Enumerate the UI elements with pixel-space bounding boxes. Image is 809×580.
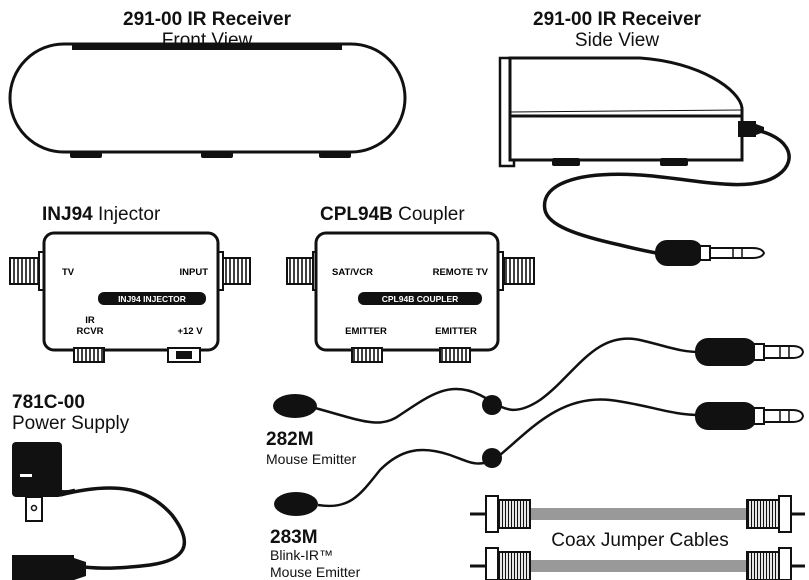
coupler-port-emitter-left: EMITTER <box>345 326 387 337</box>
power-supply-name: Power Supply <box>12 413 130 434</box>
injector-title: INJ94 Injector <box>42 205 160 224</box>
coupler-badge-text: CPL94B COUPLER <box>382 294 459 304</box>
injector-type: Injector <box>97 204 161 225</box>
power-supply-model: 781C-00 <box>12 392 85 413</box>
emitter-283-name-line2: Mouse Emitter <box>270 564 361 580</box>
coax-cable-2 <box>470 547 805 580</box>
emitter-283-name-line1: Blink-IR™ <box>270 547 334 563</box>
injector-port-tv: TV <box>62 267 75 278</box>
receiver-front-view: Front View <box>161 30 253 51</box>
injector-port-power: +12 V <box>177 326 203 337</box>
emitter-283-model: 283M <box>270 527 318 548</box>
injector-illustration: INJ94 INJECTOR TV INPUT IR RCVR +12 V <box>9 231 251 363</box>
receiver-front-illustration <box>8 42 407 158</box>
coupler-port-emitter-right: EMITTER <box>435 326 477 337</box>
emitter-282-name: Mouse Emitter <box>266 451 357 467</box>
receiver-side-view: Side View <box>574 30 660 51</box>
coupler-illustration: CPL94B COUPLER SAT/VCR REMOTE TV EMITTER… <box>286 231 535 363</box>
power-supply-illustration <box>12 442 187 580</box>
coupler-model: CPL94B <box>320 204 393 225</box>
coupler-port-sat: SAT/VCR <box>332 267 373 278</box>
emitter-282-illustration <box>273 337 805 424</box>
receiver-side-illustration <box>498 56 791 266</box>
receiver-side-model: 291-00 IR Receiver <box>533 9 701 30</box>
coupler-title: CPL94B Coupler <box>320 205 465 224</box>
injector-port-ir: IR <box>85 315 95 326</box>
injector-badge-text: INJ94 INJECTOR <box>118 294 186 304</box>
injector-model: INJ94 <box>42 204 93 225</box>
coupler-port-remote: REMOTE TV <box>433 267 489 278</box>
coupler-type: Coupler <box>398 204 465 225</box>
receiver-front-model: 291-00 IR Receiver <box>123 9 291 30</box>
injector-port-input: INPUT <box>180 267 209 278</box>
injector-port-rcvr: RCVR <box>77 326 104 337</box>
emitter-283-illustration <box>274 398 805 516</box>
coax-cable-1 <box>470 495 805 533</box>
emitter-282-model: 282M <box>266 429 314 450</box>
coax-cables-label: Coax Jumper Cables <box>551 530 729 551</box>
